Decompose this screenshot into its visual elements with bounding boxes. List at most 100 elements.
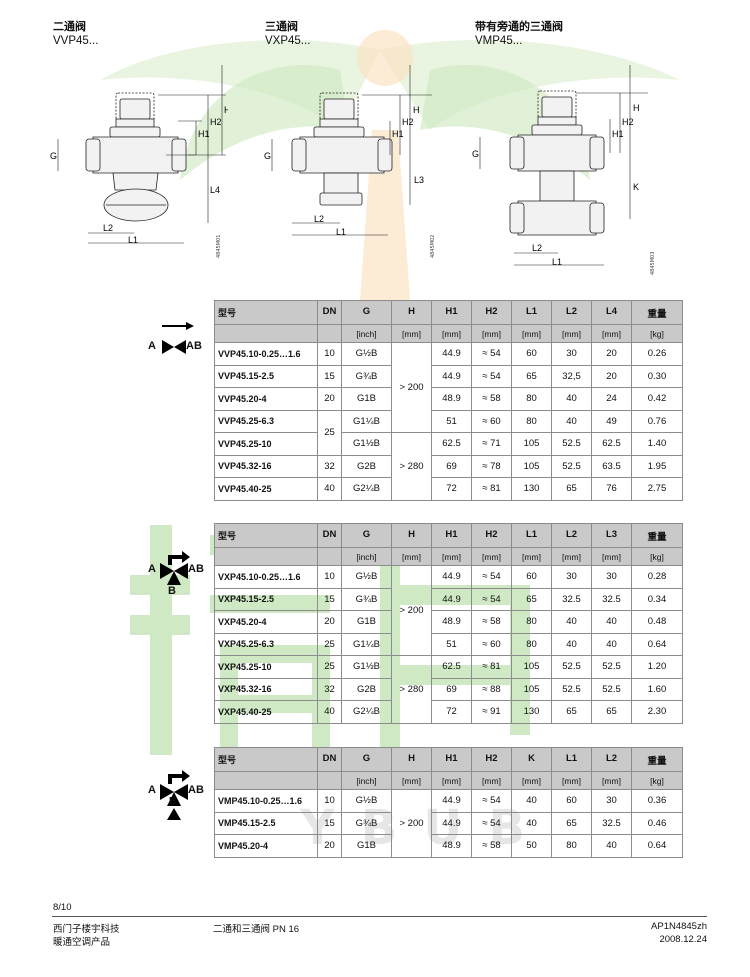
col-h: H <box>391 747 432 772</box>
port-ab-label: AB <box>186 340 202 352</box>
col-l2: L2 <box>551 523 592 548</box>
col-l2: L2 <box>591 747 632 772</box>
h2-cell: ≈ 88 <box>471 677 512 701</box>
l3-cell: 52.5 <box>591 655 632 679</box>
h1-cell: 44.9 <box>431 342 472 366</box>
h1-cell: 69 <box>431 454 472 478</box>
weight-cell: 0.76 <box>631 409 683 433</box>
dn-cell: 32 <box>317 677 342 701</box>
table-unit-row: [inch] [mm] [mm] [mm] [mm] [mm] [mm] [kg… <box>214 771 683 790</box>
weight-cell: 2.30 <box>631 700 683 724</box>
model-cell: VXP45.25-10 <box>214 655 318 679</box>
dim-l1: L1 <box>336 227 346 237</box>
valve-drawing-three-way: H H2 H1 G L3 L2 L1 <box>264 65 432 237</box>
dim-g: G <box>50 151 57 161</box>
h2-cell: ≈ 58 <box>471 610 512 634</box>
l4-cell: 20 <box>591 364 632 388</box>
g-cell: G1¼B <box>341 632 392 656</box>
g-cell: G1B <box>341 610 392 634</box>
col-dn: DN <box>317 747 342 772</box>
table-row: VXP45.40-25 40 G2¼B 72 ≈ 91 130 65 65 2.… <box>214 700 683 724</box>
unit-cell: [mm] <box>551 547 592 566</box>
footer-date: 2008.12.24 <box>659 934 707 945</box>
dn-cell: 25 <box>317 409 342 456</box>
g-cell: G¾B <box>341 811 392 835</box>
spec-table-vmp45: 型号 DN G H H1 H2 K L1 L2 重量 [inch] [mm] [… <box>214 747 683 858</box>
dim-l4: L4 <box>210 185 220 195</box>
model-cell: VXP45.15-2.5 <box>214 587 318 611</box>
g-cell: G1½B <box>341 432 392 456</box>
table-row: VVP45.40-25 40 G2¼B 72 ≈ 81 130 65 76 2.… <box>214 477 683 501</box>
l2-cell: 52.5 <box>551 677 592 701</box>
l2-cell: 30 <box>591 789 632 813</box>
footer-doc-title: 二通和三通阀 PN 16 <box>213 924 300 935</box>
header-subtitle: VMP45... <box>475 35 523 47</box>
col-h2: H2 <box>471 747 512 772</box>
col-h: H <box>391 300 432 325</box>
model-cell: VVP45.20-4 <box>214 387 318 411</box>
page-number: 8/10 <box>53 902 72 913</box>
model-cell: VXP45.32-16 <box>214 677 318 701</box>
l2-cell: 40 <box>551 409 592 433</box>
h-cell: > 280 <box>391 655 432 724</box>
l2-cell: 52.5 <box>551 655 592 679</box>
h2-cell: ≈ 81 <box>471 655 512 679</box>
l3-cell: 65 <box>591 700 632 724</box>
dn-cell: 20 <box>317 610 342 634</box>
weight-cell: 0.48 <box>631 610 683 634</box>
footer-company-line-1: 西门子楼宇科技 <box>53 924 120 935</box>
valve-drawing-two-way: H H2 H1 G L4 L2 L1 <box>50 65 228 245</box>
h1-cell: 62.5 <box>431 432 472 456</box>
model-cell: VVP45.40-25 <box>214 477 318 501</box>
col-h1: H1 <box>431 300 472 325</box>
dim-l2: L2 <box>103 223 113 233</box>
dn-cell: 15 <box>317 364 342 388</box>
h-cell: > 280 <box>391 432 432 501</box>
unit-cell: [mm] <box>551 771 592 790</box>
model-cell: VVP45.15-2.5 <box>214 364 318 388</box>
port-a-label: A <box>148 784 156 796</box>
l4-cell: 24 <box>591 387 632 411</box>
port-a-label: A <box>148 340 156 352</box>
drawing-code: 4845M02 <box>430 234 436 258</box>
unit-cell <box>317 771 342 790</box>
unit-cell: [mm] <box>471 547 512 566</box>
h1-cell: 44.9 <box>431 565 472 589</box>
model-cell: VVP45.32-16 <box>214 454 318 478</box>
header-subtitle: VXP45... <box>265 35 311 47</box>
model-cell: VVP45.25-10 <box>214 432 318 456</box>
unit-cell <box>317 547 342 566</box>
h2-cell: ≈ 54 <box>471 342 512 366</box>
l4-cell: 49 <box>591 409 632 433</box>
l4-cell: 63.5 <box>591 454 632 478</box>
g-cell: G¾B <box>341 587 392 611</box>
unit-cell: [mm] <box>511 771 552 790</box>
spec-table-vxp45: 型号 DN G H H1 H2 L1 L2 L3 重量 [inch] [mm] … <box>214 523 683 724</box>
l3-cell: 40 <box>591 610 632 634</box>
l2-cell: 40 <box>551 632 592 656</box>
unit-cell <box>214 324 318 343</box>
col-weight: 重量 <box>631 747 683 772</box>
h2-cell: ≈ 60 <box>471 632 512 656</box>
weight-cell: 1.40 <box>631 432 683 456</box>
table-row: VMP45.20-4 20 G1B 48.9 ≈ 58 50 80 40 0.6… <box>214 834 683 858</box>
l2-cell: 32.5 <box>591 811 632 835</box>
model-cell: VMP45.15-2.5 <box>214 811 318 835</box>
dim-h: H <box>224 105 228 115</box>
symbol-three-way-valve: A AB B <box>148 545 208 600</box>
g-cell: G½B <box>341 565 392 589</box>
weight-cell: 2.75 <box>631 477 683 501</box>
col-weight: 重量 <box>631 523 683 548</box>
weight-cell: 0.26 <box>631 342 683 366</box>
l3-cell: 40 <box>591 632 632 656</box>
unit-cell <box>317 324 342 343</box>
dim-h2: H2 <box>402 117 414 127</box>
col-l1: L1 <box>511 300 552 325</box>
l1-cell: 80 <box>551 834 592 858</box>
table-row: VVP45.10-0.25…1.6 10 G½B > 200 44.9 ≈ 54… <box>214 342 683 433</box>
h2-cell: ≈ 78 <box>471 454 512 478</box>
table-unit-row: [inch] [mm] [mm] [mm] [mm] [mm] [mm] [kg… <box>214 324 683 343</box>
weight-cell: 0.30 <box>631 364 683 388</box>
g-cell: G1B <box>341 387 392 411</box>
l2-cell: 30 <box>551 565 592 589</box>
